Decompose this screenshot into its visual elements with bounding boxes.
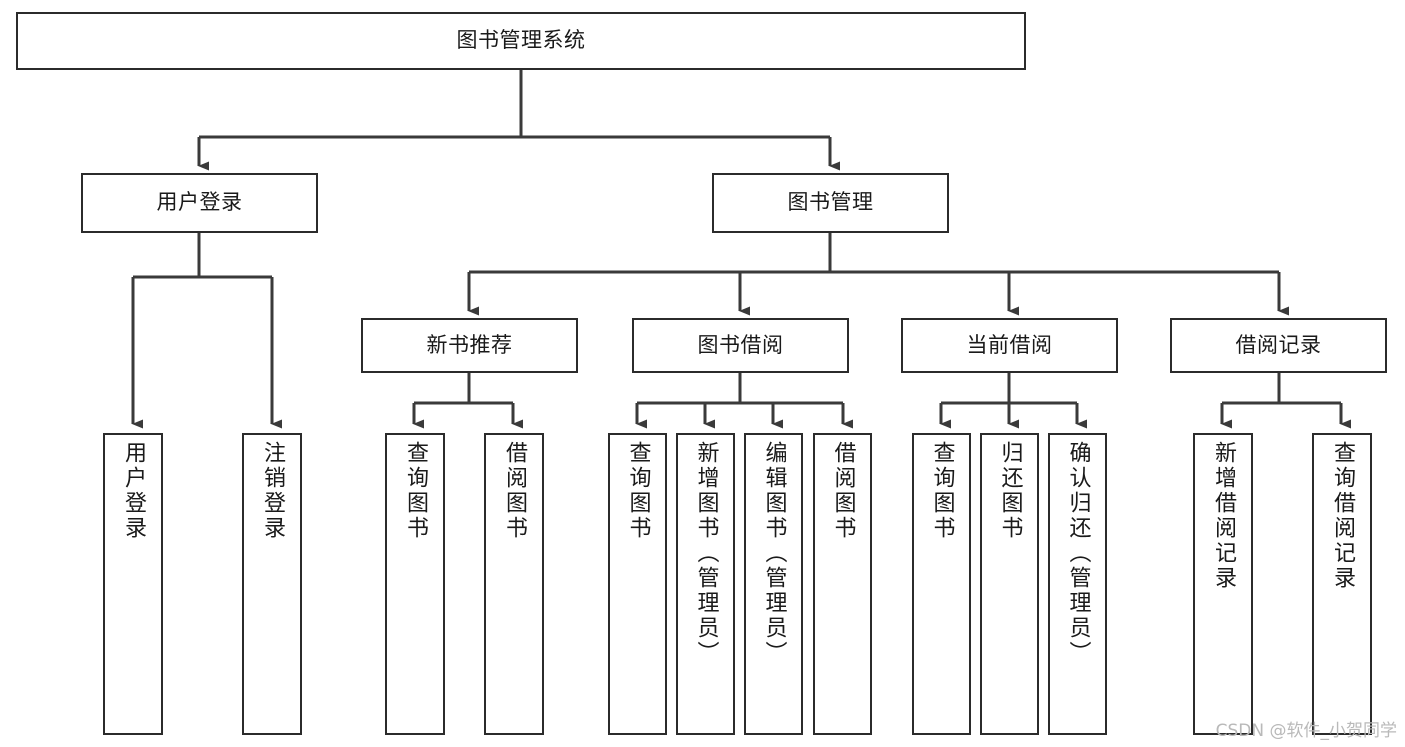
node-borrow-record-label: 借阅记录: [1235, 332, 1322, 357]
node-leaf-query-book-2-label: 查询图书: [625, 441, 651, 541]
node-leaf-query-book-3[interactable]: 查询图书: [912, 433, 971, 735]
node-current-borrow-label: 当前借阅: [966, 332, 1053, 357]
node-book-manage[interactable]: 图书管理: [712, 173, 949, 233]
node-root[interactable]: 图书管理系统: [16, 12, 1026, 70]
node-leaf-add-record[interactable]: 新增借阅记录: [1193, 433, 1253, 735]
node-root-label: 图书管理系统: [456, 28, 586, 53]
node-leaf-return-book-label: 归还图书: [997, 441, 1023, 541]
node-new-book-rec[interactable]: 新书推荐: [361, 318, 578, 373]
node-leaf-borrow-book-1-label: 借阅图书: [502, 441, 527, 541]
node-leaf-confirm-return[interactable]: 确认归还（管理员）: [1048, 433, 1107, 735]
node-book-borrow-label: 图书借阅: [697, 332, 784, 357]
node-leaf-query-book-1[interactable]: 查询图书: [385, 433, 445, 735]
node-leaf-logout[interactable]: 注销登录: [242, 433, 302, 735]
node-leaf-confirm-return-label: 确认归还（管理员）: [1065, 441, 1091, 666]
node-leaf-return-book[interactable]: 归还图书: [980, 433, 1039, 735]
node-leaf-query-book-2[interactable]: 查询图书: [608, 433, 667, 735]
node-new-book-rec-label: 新书推荐: [426, 332, 513, 357]
node-leaf-edit-book[interactable]: 编辑图书（管理员）: [744, 433, 803, 735]
node-leaf-user-login-label: 用户登录: [121, 441, 146, 541]
node-book-manage-label: 图书管理: [787, 190, 874, 215]
node-user-login[interactable]: 用户登录: [81, 173, 318, 233]
node-leaf-add-book-label: 新增图书（管理员）: [693, 441, 719, 666]
node-leaf-borrow-book-1[interactable]: 借阅图书: [484, 433, 544, 735]
node-leaf-add-book[interactable]: 新增图书（管理员）: [676, 433, 735, 735]
node-leaf-query-book-3-label: 查询图书: [929, 441, 955, 541]
node-leaf-query-record-label: 查询借阅记录: [1330, 441, 1355, 591]
node-current-borrow[interactable]: 当前借阅: [901, 318, 1118, 373]
node-user-login-label: 用户登录: [156, 190, 243, 215]
node-leaf-user-login[interactable]: 用户登录: [103, 433, 163, 735]
node-book-borrow[interactable]: 图书借阅: [632, 318, 849, 373]
node-leaf-query-book-1-label: 查询图书: [403, 441, 428, 541]
node-leaf-logout-label: 注销登录: [260, 441, 285, 541]
node-leaf-borrow-book-2-label: 借阅图书: [830, 441, 856, 541]
node-leaf-add-record-label: 新增借阅记录: [1211, 441, 1236, 591]
node-leaf-borrow-book-2[interactable]: 借阅图书: [813, 433, 872, 735]
node-leaf-query-record[interactable]: 查询借阅记录: [1312, 433, 1372, 735]
node-borrow-record[interactable]: 借阅记录: [1170, 318, 1387, 373]
node-leaf-edit-book-label: 编辑图书（管理员）: [761, 441, 787, 666]
